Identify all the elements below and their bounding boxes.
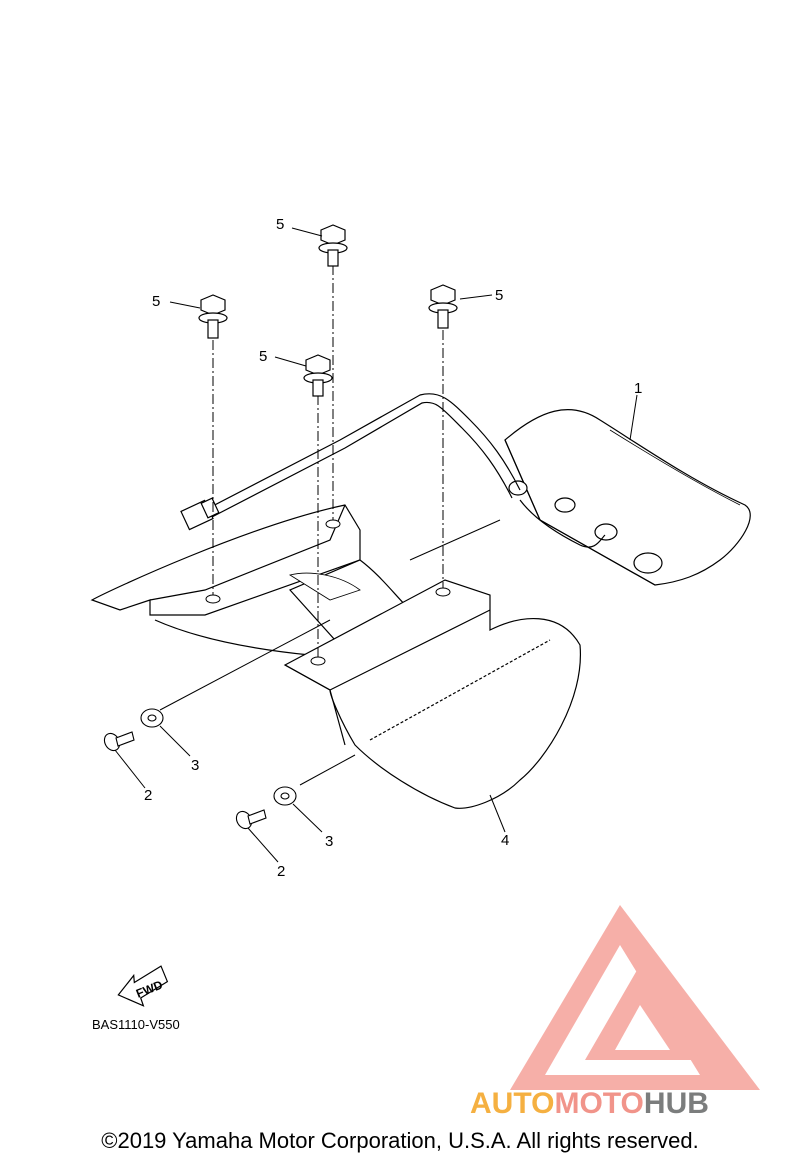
part-4-rear-fender (283, 579, 581, 809)
callout-1: 1 (634, 380, 642, 397)
bolt-icon (318, 224, 348, 267)
leader-lines (114, 227, 638, 863)
washer-icon (140, 708, 164, 728)
diagram-code: BAS1110-V550 (92, 1017, 180, 1032)
alignment-lines (212, 265, 444, 657)
watermark-text: AUTOMOTOHUB (470, 1087, 709, 1120)
callout-4: 4 (501, 832, 509, 849)
watermark-logo (510, 905, 760, 1090)
part-2-screws (103, 731, 267, 830)
assembly-lines (159, 519, 501, 786)
callout-5: 5 (495, 287, 503, 304)
bolt-holes (205, 519, 451, 666)
part-3-washers (140, 708, 297, 806)
bolt-icon (428, 284, 458, 329)
bolt-icon (198, 294, 228, 339)
screw-icon (235, 809, 267, 830)
callout-3: 3 (325, 833, 333, 850)
part-1-tail-light (504, 409, 751, 586)
watermark-moto: MOTO (554, 1087, 643, 1120)
callout-2: 2 (144, 787, 152, 804)
callout-3: 3 (191, 757, 199, 774)
watermark-auto: AUTO (470, 1087, 554, 1120)
fwd-arrow-icon: FWD (117, 965, 169, 1007)
callout-2: 2 (277, 863, 285, 880)
watermark-hub: HUB (644, 1087, 709, 1120)
copyright-notice: ©2019 Yamaha Motor Corporation, U.S.A. A… (101, 1128, 699, 1153)
callout-5: 5 (152, 293, 160, 310)
wire-harness (204, 393, 606, 548)
callout-5: 5 (259, 348, 267, 365)
callout-5: 5 (276, 216, 284, 233)
screw-icon (103, 731, 135, 752)
bolt-icon (303, 354, 333, 397)
washer-icon (273, 786, 297, 806)
connector-plug (180, 497, 220, 531)
part-5-bolts (198, 224, 458, 397)
